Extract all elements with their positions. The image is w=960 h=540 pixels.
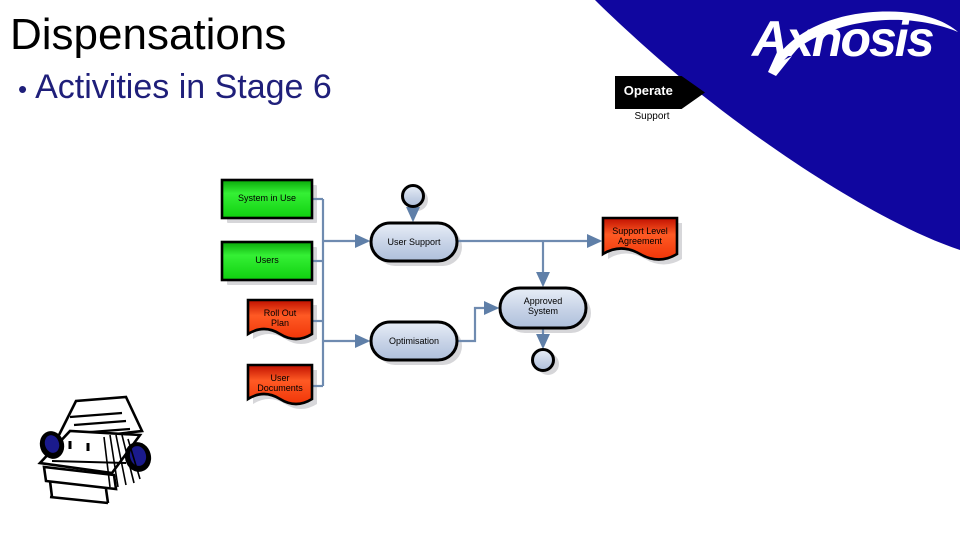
node-approved-system <box>498 286 588 330</box>
node-label-roll-out-plan: Roll Out Plan <box>263 308 297 329</box>
node-optimisation <box>369 320 459 362</box>
page-title: Dispensations <box>10 10 287 59</box>
node-label-user-documents: User Documents <box>257 373 303 394</box>
stage-banner-caption: Support <box>634 111 670 122</box>
node-start-circle <box>401 184 425 208</box>
node-roll-out-plan <box>246 298 314 341</box>
node-users <box>220 240 314 282</box>
node-user-support <box>369 221 459 263</box>
stage-banner: Operate <box>615 76 705 109</box>
node-shadows <box>227 185 682 409</box>
node-user-documents <box>246 363 314 406</box>
node-support-level-agreement <box>601 216 679 261</box>
subtitle-text: Activities in Stage 6 <box>35 68 332 106</box>
node-end-circle <box>531 348 555 372</box>
rolodex-knob-left <box>39 431 65 459</box>
axnosis-logo: Axnosis <box>752 6 960 78</box>
node-label-users: Users <box>255 255 279 265</box>
node-label-user-support: User Support <box>387 237 441 247</box>
node-label-approved-system: Approved System <box>523 296 563 317</box>
logo-wordmark: Axnosis <box>752 11 935 67</box>
page-subtitle: •Activities in Stage 6 <box>18 68 332 107</box>
logo-arc-icon <box>768 11 958 76</box>
node-label-support-level-agreement: Support Level Agreement <box>612 226 668 247</box>
node-label-optimisation: Optimisation <box>388 336 440 346</box>
flow-connectors <box>312 197 603 388</box>
bullet-glyph: • <box>18 73 28 104</box>
stage-banner-label: Operate <box>623 83 673 98</box>
rolodex-card-file-icon <box>37 395 152 505</box>
rolodex-fanned-cards <box>103 434 141 488</box>
node-label-system-in-use: System in Use <box>237 193 297 203</box>
node-system-in-use <box>220 178 314 220</box>
